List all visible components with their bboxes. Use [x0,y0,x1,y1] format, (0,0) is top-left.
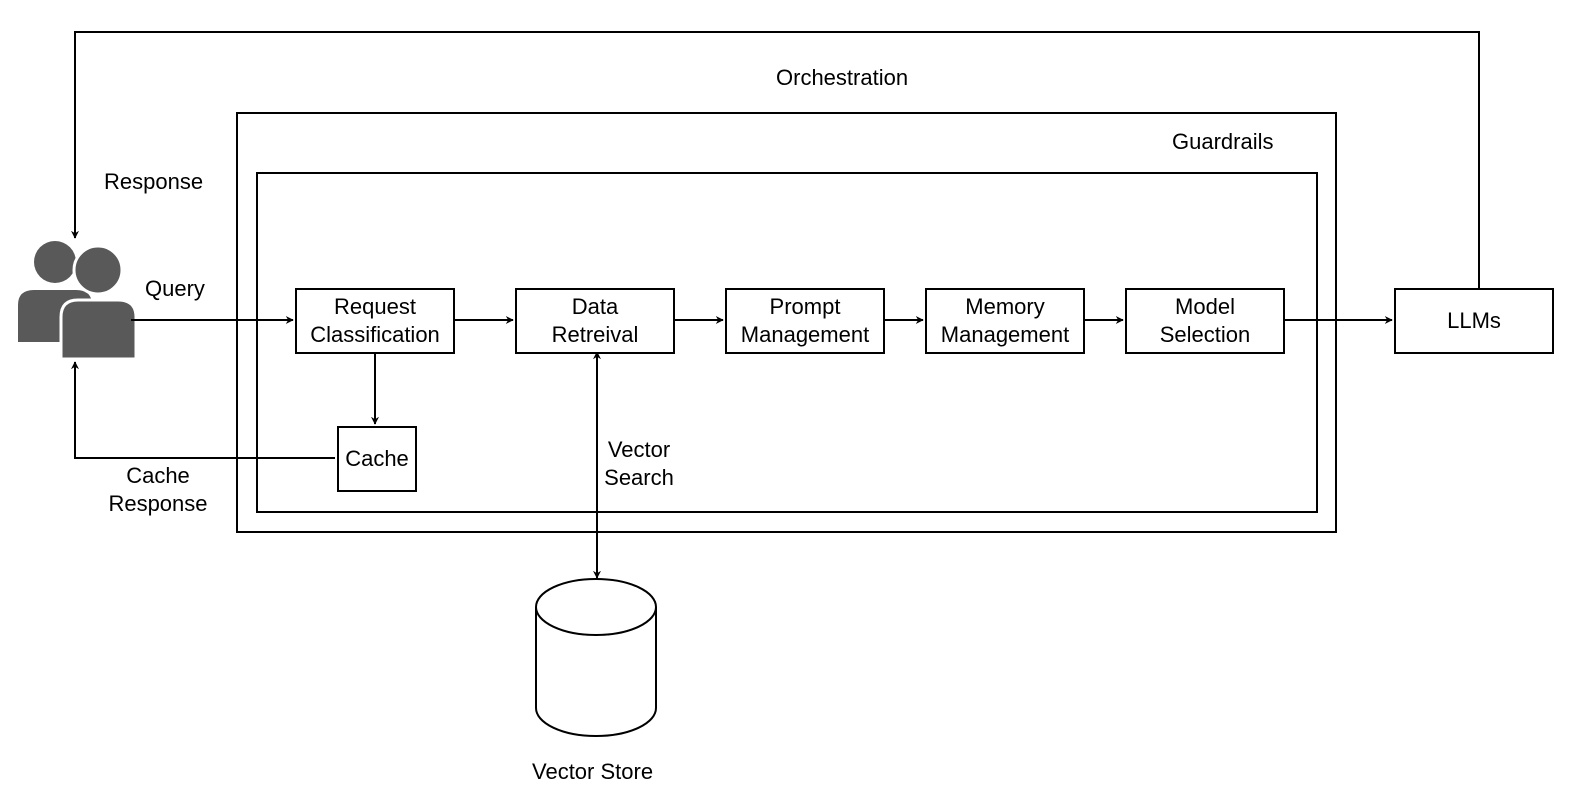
prompt-management-line2: Management [740,322,870,347]
cache-response-arrow [71,361,335,459]
vector-search-line2: Search [604,465,674,490]
vector-search-line1: Vector [607,437,671,462]
cache-node: Cache [337,426,417,492]
data-retreival-line2: Retreival [551,322,639,347]
llms-line1: LLMs [1447,308,1501,333]
model-selection-line2: Selection [1159,322,1251,347]
guardrails-frame [256,172,1318,513]
cache-line1: Cache [345,446,409,471]
database-cylinder-icon [535,578,657,737]
model-selection-node: Model Selection [1125,288,1285,354]
vector-search-label: Vector Search [594,436,684,492]
request-classification-line1: Request [334,294,416,319]
vector-store-label: Vector Store [532,759,654,784]
prompt-management-node: Prompt Management [725,288,885,354]
orchestration-frame [236,112,1337,533]
memory-management-line1: Memory [965,294,1045,319]
request-classification-line2: Classification [310,322,440,347]
memory-management-node: Memory Management [925,288,1085,354]
cache-response-line1: Cache [126,463,190,488]
memory-management-line2: Management [940,322,1070,347]
request-classification-node: Request Classification [295,288,455,354]
prompt-management-line1: Prompt [769,294,841,319]
response-arrow [71,31,1480,288]
guardrails-label: Guardrails [1172,129,1274,154]
users-icon [18,241,138,361]
cache-response-line2: Response [108,491,208,516]
data-retreival-node: Data Retreival [515,288,675,354]
llms-node: LLMs [1394,288,1554,354]
orchestration-label: Orchestration [776,65,909,90]
cache-response-label: Cache Response [98,462,218,518]
query-label: Query [145,276,205,301]
model-selection-line1: Model [1175,294,1235,319]
data-retreival-line1: Data [571,294,619,319]
response-label: Response [104,169,204,194]
